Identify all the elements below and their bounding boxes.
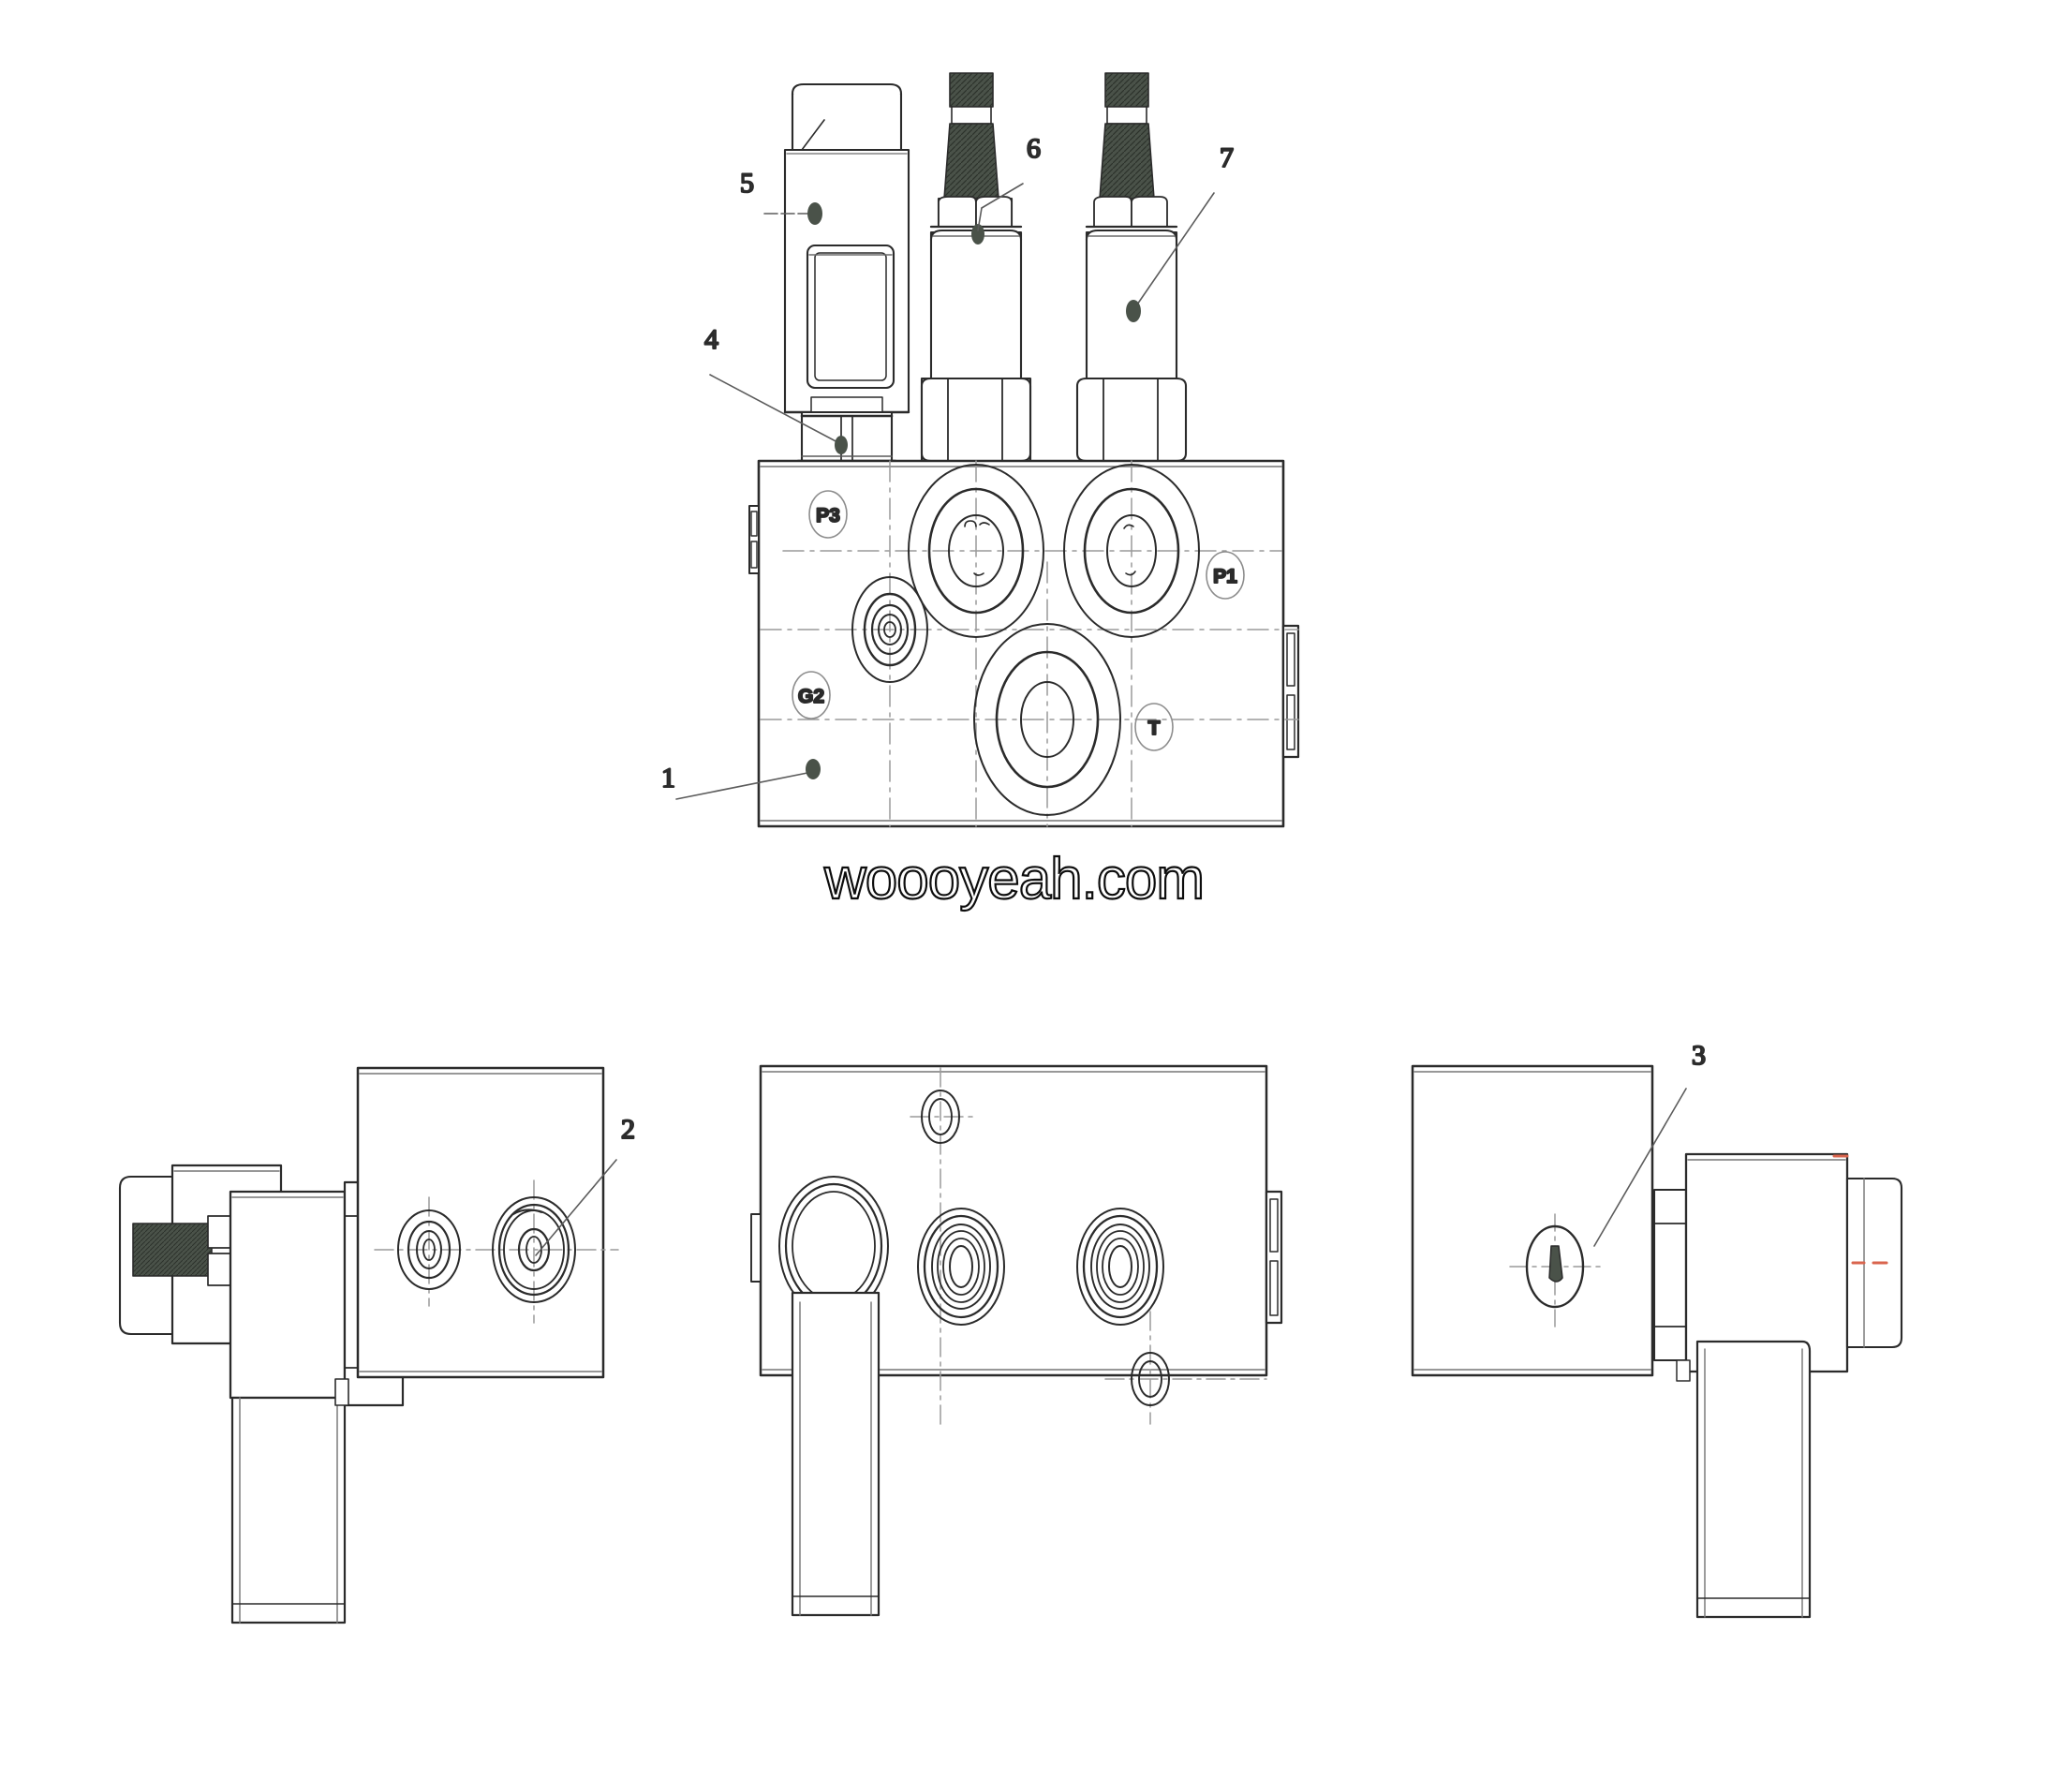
callout-leaders: [535, 183, 1687, 1256]
callout-number-3: 3: [1692, 1040, 1706, 1071]
port-label-G2: G2: [798, 686, 824, 707]
callout-number-1: 1: [661, 763, 675, 794]
left-view-port-small: [397, 1209, 461, 1290]
port-label-ring-T: [1134, 703, 1174, 751]
callout-number-6: 6: [1027, 133, 1041, 164]
callout-numbers: 1 2 3 4 5 6 7: [620, 132, 1707, 1146]
port-label-T: T: [1148, 718, 1161, 739]
bottom-view-port-center: [917, 1208, 1005, 1326]
coil-base-fitting: [796, 410, 897, 465]
callout-number-2: 2: [621, 1114, 635, 1145]
right-side-view: [1411, 1064, 1903, 1619]
bottom-view-slot: [778, 1176, 889, 1617]
callout-number-5: 5: [740, 168, 754, 199]
port-label-P3: P3: [816, 505, 840, 527]
bottom-view-port-right: [1076, 1208, 1164, 1326]
cartridge-valve-left: [920, 72, 1032, 463]
port-G2-bore: [851, 576, 928, 683]
port-label-ring-P3: [808, 490, 848, 539]
solenoid-coil: [783, 82, 910, 414]
port-label-ring-P1: [1206, 551, 1245, 600]
front-elevation-view: P3 P1 G2 T: [748, 72, 1300, 828]
callout-number-4: 4: [704, 324, 718, 355]
right-view-solenoid: [1652, 1152, 1903, 1619]
front-view-port-labels: P3 P1 G2 T: [792, 490, 1245, 751]
bottom-view-mount-hole-top: [921, 1090, 960, 1144]
right-view-plug-bore: [1525, 1224, 1585, 1309]
callout-number-7: 7: [1220, 142, 1234, 173]
cartridge-valve-right: [1075, 72, 1188, 463]
left-side-view: [118, 1066, 619, 1624]
port-T-bore: [973, 623, 1121, 816]
port-label-P1: P1: [1213, 566, 1237, 587]
left-view-solenoid: [118, 1164, 405, 1624]
bottom-view-mount-hole-bottom: [1131, 1352, 1170, 1406]
left-view-port-large: [492, 1196, 576, 1303]
port-P1-bore: [1063, 464, 1200, 638]
manifold-block-front: [748, 459, 1300, 828]
port-P3-bore: [908, 464, 1044, 638]
bottom-plan-view: [750, 1064, 1283, 1617]
port-label-ring-G2: [792, 671, 831, 719]
front-view-centerlines: [760, 460, 1299, 827]
left-view-block-face: [356, 1066, 605, 1379]
